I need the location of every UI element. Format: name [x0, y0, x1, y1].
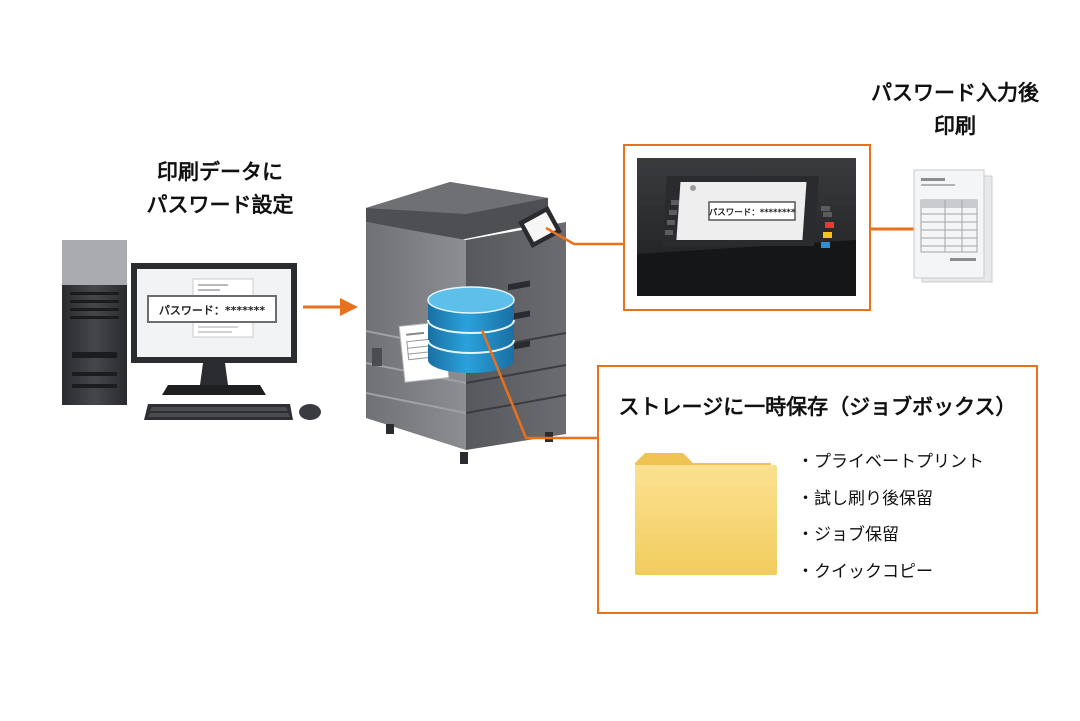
keyboard-icon: [144, 404, 293, 420]
output-label: パスワード入力後 印刷: [850, 77, 1060, 142]
pc-label-line2: パスワード設定: [146, 192, 294, 217]
arrow-pc-to-printer: [303, 298, 358, 316]
storage-item-list: ・プライベートプリント ・試し刷り後保留 ・ジョブ保留 ・クイックコピー: [797, 451, 984, 597]
storage-item-quick-copy: ・クイックコピー: [797, 561, 933, 582]
storage-item-job-hold: ・ジョブ保留: [797, 525, 899, 545]
control-panel-illustration: パスワード：********: [637, 158, 856, 296]
storage-item-private-print: ・プライベートプリント: [797, 452, 984, 472]
output-label-line1: パスワード入力後: [871, 81, 1039, 105]
panel-password-text: パスワード：********: [709, 207, 796, 218]
output-label-line2: 印刷: [934, 113, 976, 138]
mouse-icon: [299, 404, 321, 420]
pc-label: 印刷データに パスワード設定: [120, 156, 320, 221]
printed-document-icon: [913, 169, 993, 283]
storage-box: ストレージに一時保存（ジョブボックス） ・プライベートプリント ・試し刷り後保留…: [597, 365, 1038, 614]
pc-password-text: パスワード：*******: [159, 304, 266, 317]
connector-panel: [545, 226, 623, 246]
pc-tower-icon: [62, 240, 127, 405]
connector-storage: [480, 329, 597, 440]
folder-icon: [635, 453, 777, 575]
control-panel-box: パスワード：********: [623, 144, 871, 311]
monitor-icon: パスワード：*******: [131, 263, 297, 395]
storage-item-proof-hold: ・試し刷り後保留: [797, 488, 933, 509]
database-icon: [427, 286, 515, 373]
storage-title: ストレージに一時保存（ジョブボックス）: [618, 395, 1017, 419]
pc-label-line1: 印刷データに: [157, 160, 283, 184]
